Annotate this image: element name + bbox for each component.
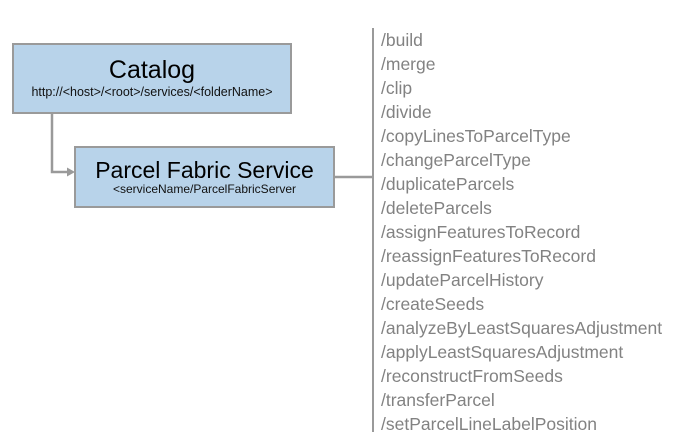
operation-item[interactable]: /analyzeByLeastSquaresAdjustment — [381, 318, 663, 338]
operations-panel: /build/merge/clip/divide/copyLinesToParc… — [372, 28, 662, 434]
operation-item[interactable]: /applyLeastSquaresAdjustment — [381, 342, 624, 362]
operation-item[interactable]: /merge — [381, 54, 436, 74]
operation-item[interactable]: /createSeeds — [381, 294, 485, 314]
operation-item[interactable]: /divide — [381, 102, 432, 122]
operation-item[interactable]: /deleteParcels — [381, 198, 492, 218]
node-parcel-fabric-service[interactable]: Parcel Fabric Service <serviceName/Parce… — [74, 146, 335, 208]
operation-item[interactable]: /duplicateParcels — [381, 174, 515, 194]
operation-item[interactable]: /setParcelLineLabelPosition — [381, 414, 597, 434]
operation-item[interactable]: /clip — [381, 78, 413, 98]
operation-item[interactable]: /assignFeaturesToRecord — [381, 222, 581, 242]
operations-list: /build/merge/clip/divide/copyLinesToParc… — [381, 28, 662, 436]
node-parcel-fabric-service-title: Parcel Fabric Service — [95, 156, 314, 183]
operation-item[interactable]: /copyLinesToParcelType — [381, 126, 571, 146]
operation-item[interactable]: /build — [381, 30, 423, 50]
operation-item[interactable]: /reconstructFromSeeds — [381, 366, 563, 386]
connector-catalog-to-parcel-fabric — [50, 114, 67, 174]
operation-item[interactable]: /changeParcelType — [381, 150, 531, 170]
node-catalog-title: Catalog — [108, 56, 196, 84]
node-catalog[interactable]: Catalog http://<host>/<root>/services/<f… — [12, 43, 292, 114]
operation-item[interactable]: /reassignFeaturesToRecord — [381, 246, 596, 266]
operation-item[interactable]: /transferParcel — [381, 390, 495, 410]
node-parcel-fabric-service-path: <serviceName/ParcelFabricServer — [112, 181, 297, 196]
operation-item[interactable]: /updateParcelHistory — [381, 270, 544, 290]
node-catalog-url: http://<host>/<root>/services/<folderNam… — [31, 85, 273, 100]
